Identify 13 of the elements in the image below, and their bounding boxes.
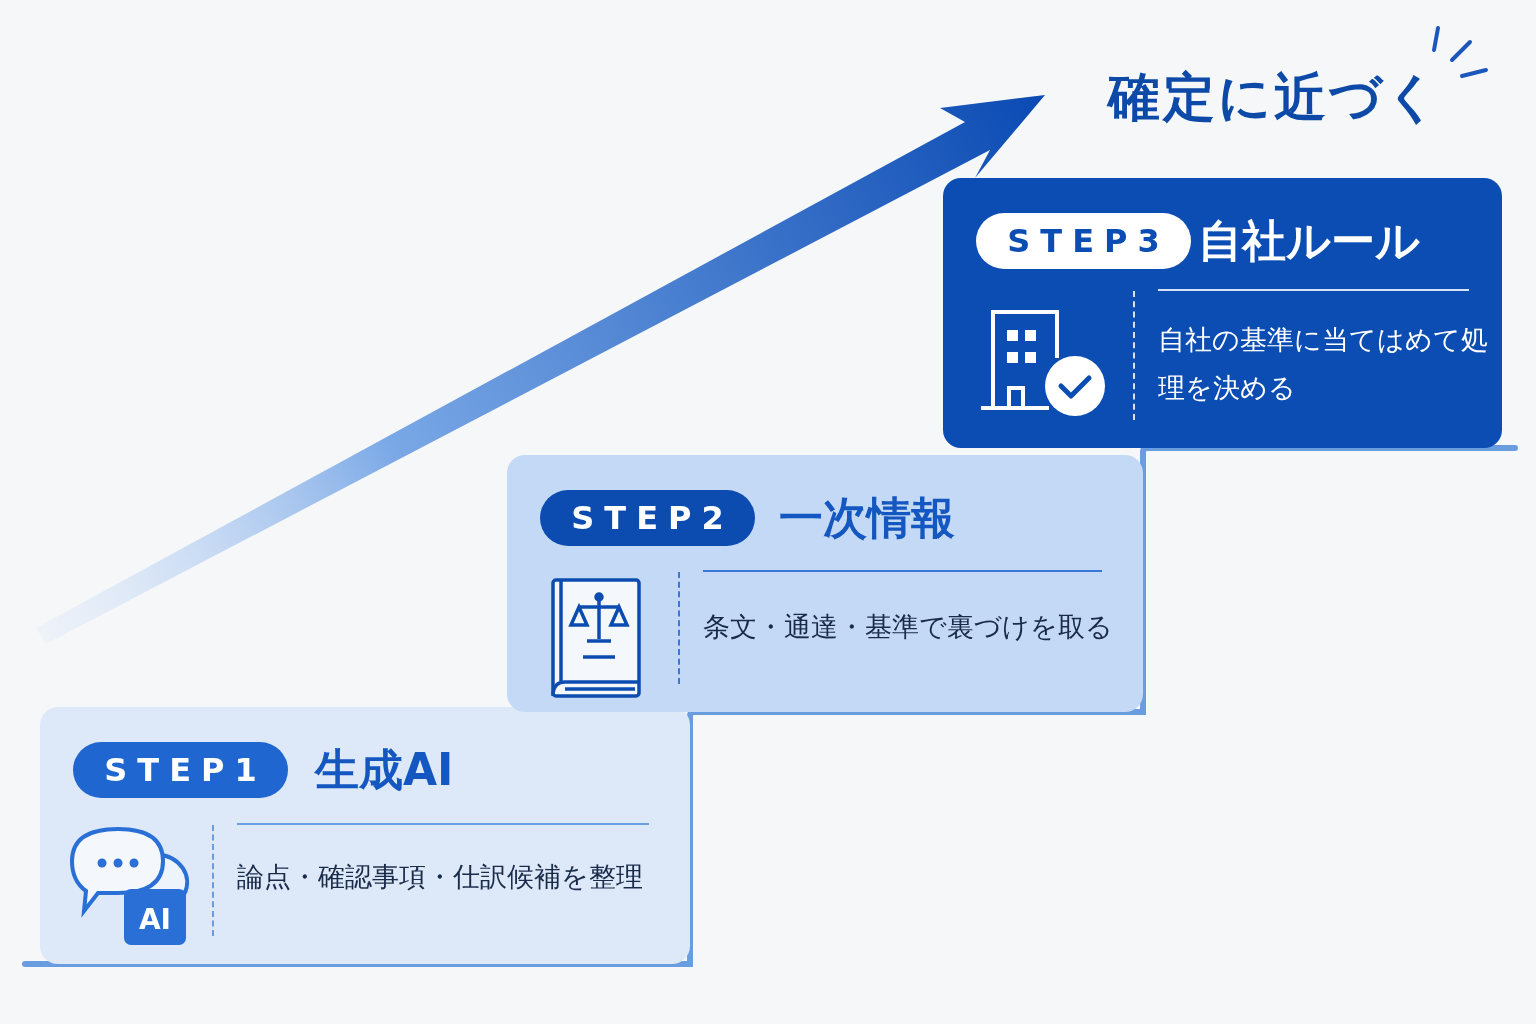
step-card: [943, 178, 1502, 448]
step-description: 自社の基準に当てはめて処理を決める: [1158, 323, 1488, 405]
step-description: 条文・通達・基準で裏づけを取る: [703, 610, 1114, 644]
heading: 確定に近づく: [1108, 66, 1441, 129]
step-title: 生成AI: [315, 743, 454, 797]
step-badge: STEP3: [976, 213, 1191, 269]
step-title: 一次情報: [779, 491, 955, 545]
step-badge: STEP1: [73, 742, 288, 798]
step-card: [507, 455, 1143, 712]
step-card: [40, 707, 690, 964]
step-title: 自社ルール: [1198, 214, 1420, 268]
step-badge: STEP2: [540, 490, 755, 546]
step-description: 論点・確認事項・仕訳候補を整理: [237, 860, 644, 894]
